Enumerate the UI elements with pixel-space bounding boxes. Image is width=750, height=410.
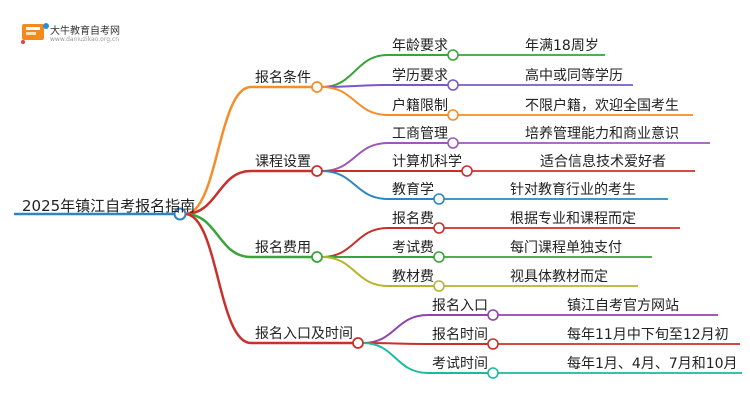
leaf-label: 培养管理能力和商业意识 bbox=[525, 126, 679, 142]
branch-node-circle bbox=[311, 165, 323, 177]
child-label: 学历要求 bbox=[392, 68, 448, 84]
branch-node-circle bbox=[311, 251, 323, 263]
child-label: 考试费 bbox=[392, 240, 434, 256]
child-label: 报名费 bbox=[392, 211, 434, 227]
child-label: 工商管理 bbox=[392, 126, 448, 142]
logo-url: www.daniuzikao.org.cn bbox=[50, 36, 120, 43]
child-node-circle bbox=[487, 338, 499, 350]
child-label: 考试时间 bbox=[432, 356, 488, 372]
leaf-label: 不限户籍，欢迎全国考生 bbox=[525, 98, 679, 114]
child-node-circle bbox=[487, 309, 499, 321]
logo-title: 大牛教育自考网 bbox=[50, 26, 120, 37]
edge-root-branch bbox=[184, 85, 252, 216]
child-label: 计算机科学 bbox=[392, 154, 462, 170]
mindmap-root: 2025年镇江自考报名指南 bbox=[22, 197, 196, 215]
child-label: 教育学 bbox=[392, 182, 434, 198]
child-label: 报名时间 bbox=[432, 327, 488, 343]
child-label: 户籍限制 bbox=[392, 98, 448, 114]
child-node-circle bbox=[433, 222, 445, 234]
leaf-label: 每年1月、4月、7月和10月 bbox=[567, 356, 738, 372]
child-node-circle bbox=[461, 165, 473, 177]
child-node-circle bbox=[433, 193, 445, 205]
child-label: 教材费 bbox=[392, 269, 434, 285]
edge-root-branch bbox=[184, 212, 252, 345]
child-node-circle bbox=[433, 251, 445, 263]
branch-node-circle bbox=[311, 81, 323, 93]
leaf-label: 根据专业和课程而定 bbox=[510, 211, 636, 227]
book-icon bbox=[21, 23, 49, 44]
leaf-label: 高中或同等学历 bbox=[525, 68, 623, 84]
leaf-label: 视具体教材而定 bbox=[510, 269, 608, 285]
edge-branch-child bbox=[321, 227, 389, 258]
child-node-circle bbox=[433, 280, 445, 292]
edge-branch-child bbox=[321, 142, 389, 172]
child-label: 年龄要求 bbox=[392, 38, 448, 54]
child-node-circle bbox=[447, 49, 459, 61]
root-node-circle bbox=[173, 207, 187, 221]
brand-logo bbox=[18, 18, 158, 46]
leaf-label: 针对教育行业的考生 bbox=[510, 182, 636, 198]
edge-branch-child bbox=[321, 86, 389, 116]
edge-branch-child bbox=[321, 54, 389, 88]
leaf-label: 年满18周岁 bbox=[525, 38, 599, 54]
branch-label: 报名条件 bbox=[255, 70, 311, 86]
edge-root-branch bbox=[184, 169, 252, 216]
child-label: 报名入口 bbox=[432, 298, 488, 314]
edge-branch-child bbox=[362, 342, 429, 374]
child-node-circle bbox=[487, 367, 499, 379]
leaf-label: 每年11月中下旬至12月初 bbox=[567, 327, 729, 343]
edge-branch-child bbox=[321, 256, 389, 287]
branch-node-circle bbox=[352, 337, 364, 349]
child-node-circle bbox=[447, 79, 459, 91]
branch-label: 报名费用 bbox=[255, 240, 311, 256]
leaf-label: 镇江自考官方网站 bbox=[567, 298, 679, 314]
child-node-circle bbox=[447, 137, 459, 149]
branch-label: 报名入口及时间 bbox=[255, 326, 353, 342]
child-node-circle bbox=[447, 109, 459, 121]
leaf-label: 每门课程单独支付 bbox=[510, 240, 622, 256]
branch-label: 课程设置 bbox=[255, 154, 311, 170]
edge-root-branch bbox=[184, 212, 252, 259]
edge-branch-child bbox=[321, 170, 389, 200]
leaf-label: 适合信息技术爱好者 bbox=[540, 154, 666, 170]
edge-branch-child bbox=[362, 314, 429, 344]
